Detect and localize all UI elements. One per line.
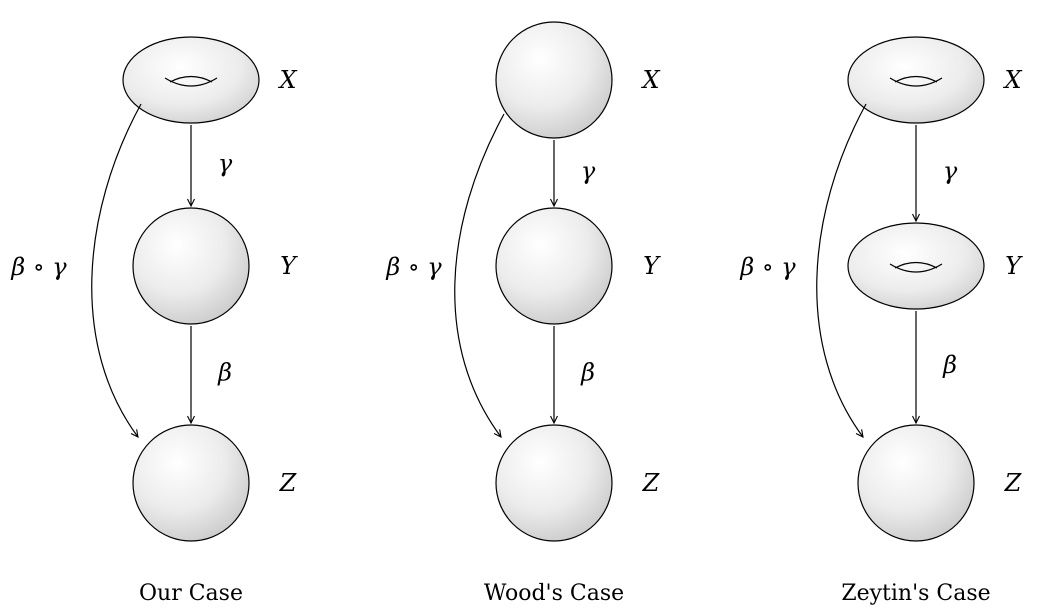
node-label-x: X — [640, 66, 660, 94]
panel-1: X Y Zγ β β ∘ γ Our Case — [10, 36, 298, 606]
node-label-y: Y — [280, 252, 298, 280]
node-label-z: Z — [1004, 469, 1023, 497]
arrow-label-x-z-composite: β ∘ γ — [10, 253, 67, 281]
arrow-label-y-z: β — [942, 351, 957, 379]
node-z-sphere — [495, 424, 613, 542]
node-x-sphere — [495, 21, 613, 139]
node-y-sphere — [495, 207, 613, 325]
node-label-x: X — [277, 66, 297, 94]
arrow-label-x-y: γ — [218, 150, 233, 178]
node-z-sphere — [857, 424, 975, 542]
node-y-sphere — [132, 207, 250, 325]
node-label-z: Z — [279, 469, 298, 497]
arrow-label-x-z-composite: β ∘ γ — [385, 253, 442, 281]
node-label-z: Z — [642, 469, 661, 497]
node-label-y: Y — [1005, 252, 1023, 280]
curved-arrow-x-to-z — [454, 113, 505, 438]
arrow-label-x-y: γ — [943, 157, 958, 185]
node-x-torus — [847, 36, 985, 124]
node-y-torus — [847, 222, 985, 310]
arrow-label-x-z-composite: β ∘ γ — [739, 253, 796, 281]
panel-caption: Zeytin's Case — [841, 581, 990, 606]
node-label-x: X — [1002, 66, 1022, 94]
panel-2: X Y Zγ β β ∘ γ Wood's Case — [385, 21, 661, 606]
panel-caption: Wood's Case — [484, 581, 624, 606]
panel-caption: Our Case — [139, 581, 243, 606]
panel-3: X Y Zγ β β ∘ γ Zeytin's Case — [739, 36, 1023, 606]
arrow-label-x-y: γ — [581, 157, 596, 185]
node-label-y: Y — [643, 252, 661, 280]
node-z-sphere — [132, 424, 250, 542]
arrow-label-y-z: β — [217, 359, 232, 387]
node-x-torus — [122, 36, 260, 124]
arrow-label-y-z: β — [580, 359, 595, 387]
curved-arrow-x-to-z — [816, 103, 867, 438]
curved-arrow-x-to-z — [91, 103, 142, 438]
